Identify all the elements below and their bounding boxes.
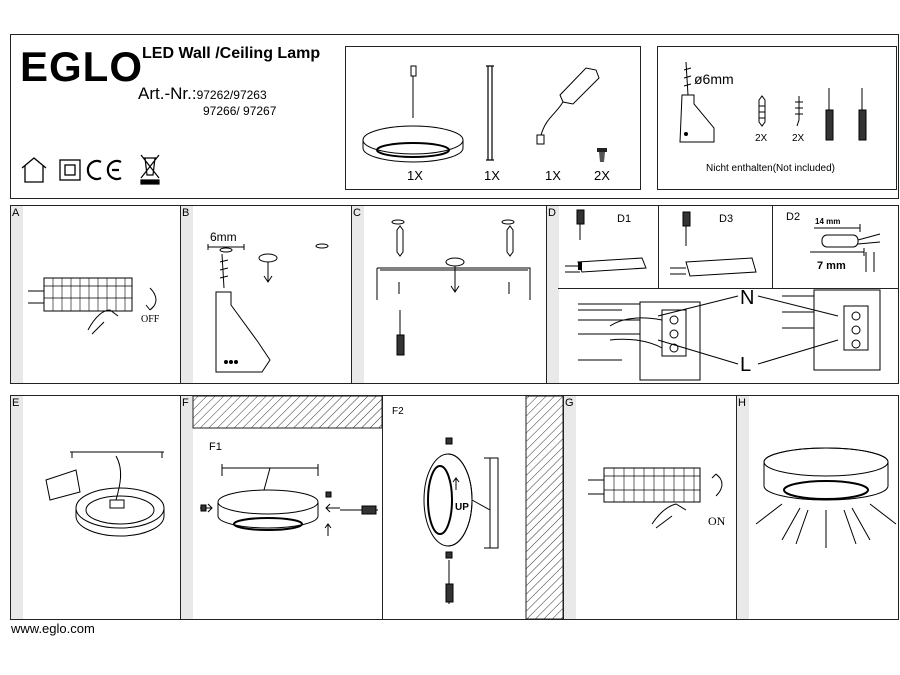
step-g-strip	[563, 396, 576, 619]
step-b-strip	[180, 206, 193, 383]
article-prefix: Art.-Nr.:	[138, 84, 197, 103]
part-qty-1: 1X	[407, 168, 423, 183]
d1-d3-divider	[658, 206, 659, 288]
f1-f2-divider	[382, 396, 383, 619]
up-label: UP	[455, 502, 469, 513]
drill-size-label: ø6mm	[694, 71, 734, 87]
step-a-off-label: OFF	[141, 314, 160, 325]
f1-label: F1	[209, 441, 222, 453]
parts-panel	[345, 46, 641, 190]
step-c-letter: C	[353, 207, 361, 219]
step-b-drill-label: 6mm	[210, 230, 237, 244]
step-f-letter: F	[182, 397, 189, 409]
tools-panel	[657, 46, 897, 190]
part-qty-4: 2X	[594, 168, 610, 183]
step-h-strip	[736, 396, 749, 619]
step-b-letter: B	[182, 207, 190, 219]
step-a-letter: A	[12, 207, 20, 219]
step-e-letter: E	[12, 397, 20, 409]
step-g-on-label: ON	[708, 514, 726, 528]
article-number-line1: Art.-Nr.:97262/97263	[138, 84, 267, 104]
step-d-strip	[546, 206, 559, 383]
part-qty-3: 1X	[545, 168, 561, 183]
article-number-line2: 97266/ 97267	[203, 104, 277, 118]
strip-14mm-label: 14 mm	[815, 217, 841, 226]
d3-label: D3	[719, 213, 734, 225]
step-d-letter: D	[548, 207, 556, 219]
d2-label: D2	[786, 211, 801, 223]
footer-url[interactable]: www.eglo.com	[11, 621, 95, 636]
brand-logo: EGLO	[20, 43, 144, 90]
part-qty-2: 1X	[484, 168, 500, 183]
d-subpanel-divider	[558, 288, 898, 289]
header-panel	[10, 34, 899, 199]
wood-screw-qty: 2X	[792, 133, 805, 144]
step-h-letter: H	[738, 397, 746, 409]
d1-label: D1	[617, 213, 632, 225]
step-c-strip	[351, 206, 364, 383]
d3-d2-divider	[772, 206, 773, 288]
step-f-strip	[180, 396, 193, 619]
f2-label: F2	[392, 406, 404, 417]
strip-7mm-label: 7 mm	[817, 260, 846, 272]
tools-not-included-note: Nicht enthalten(Not included)	[706, 163, 835, 174]
step-a-strip	[11, 206, 23, 383]
product-title: LED Wall /Ceiling Lamp	[142, 45, 321, 62]
article-numbers-1: 97262/97263	[196, 88, 267, 102]
step-e-strip	[11, 396, 23, 619]
neutral-label: N	[740, 287, 755, 309]
steps-row-2	[10, 395, 899, 620]
step-g-letter: G	[565, 397, 574, 409]
wall-plug-qty: 2X	[755, 133, 768, 144]
live-label: L	[740, 354, 752, 376]
steps-row-1	[10, 205, 899, 384]
